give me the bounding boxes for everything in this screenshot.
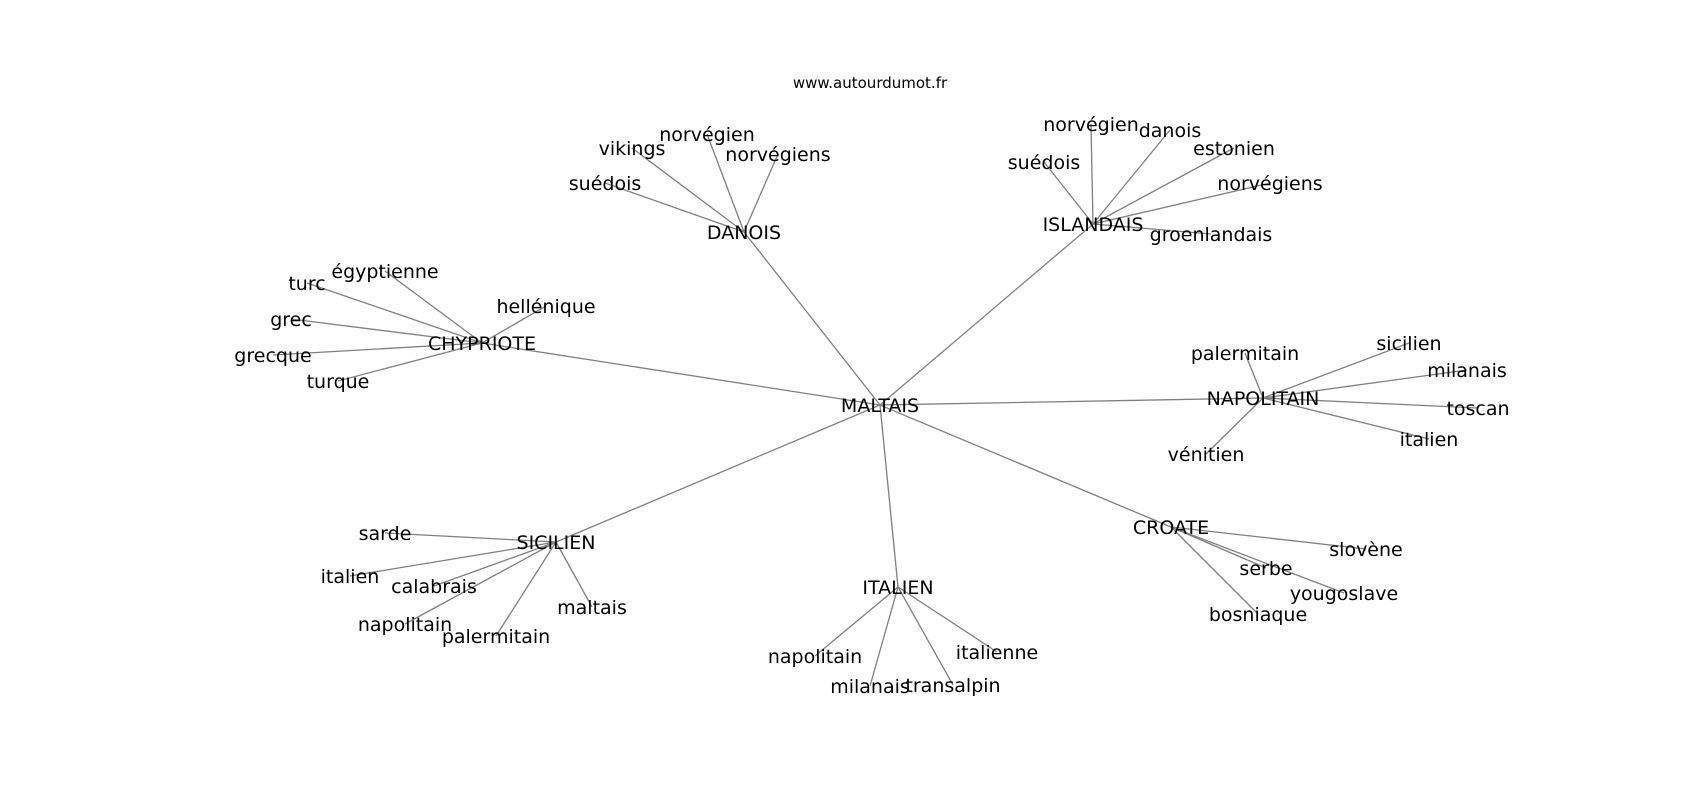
label-layer: MALTAISDANOISvikingsnorvégiennorvégienss… [234, 114, 1509, 698]
edge-napolitain-1 [1262, 342, 1410, 399]
edge-danois-1 [706, 133, 745, 233]
leaf-node-label[interactable]: estonien [1193, 138, 1275, 160]
edge-center-sicilien [555, 404, 881, 543]
edge-chypriote-4 [272, 342, 483, 356]
edge-danois-2 [743, 153, 779, 233]
edge-napolitain-5 [1205, 397, 1264, 455]
edge-islandais-2 [1043, 161, 1094, 225]
leaf-node-label[interactable]: italienne [956, 642, 1038, 664]
leaf-node-label[interactable]: turc [288, 273, 325, 295]
leaf-node-label[interactable]: sicilien [1376, 333, 1441, 355]
leaf-node-label[interactable]: vénitien [1168, 444, 1245, 466]
edge-napolitain-3 [1262, 397, 1479, 409]
leaf-node-label[interactable]: bosniaque [1209, 604, 1307, 626]
leaf-node-label[interactable]: maltais [557, 597, 627, 619]
edge-sicilien-3 [555, 541, 593, 608]
leaf-node-label[interactable]: calabrais [391, 576, 477, 598]
edge-islandais-1 [1092, 129, 1171, 225]
edge-center-islandais [879, 223, 1094, 406]
leaf-node-label[interactable]: suédois [1008, 152, 1081, 174]
edge-islandais-5 [1092, 223, 1212, 235]
edge-italien-2 [869, 586, 899, 687]
center-node-label[interactable]: MALTAIS [841, 395, 919, 417]
edge-danois-3 [604, 182, 745, 233]
edge-center-chypriote [481, 342, 881, 406]
edge-layer [272, 123, 1479, 687]
leaf-node-label[interactable]: groenlandais [1150, 224, 1273, 246]
edge-italien-0 [897, 586, 998, 653]
leaf-node-label[interactable]: palermitain [1191, 343, 1299, 365]
edge-italien-1 [814, 586, 899, 657]
leaf-node-label[interactable]: napolitain [768, 646, 862, 668]
hub-node-sicilien[interactable]: SICILIEN [517, 532, 596, 554]
hub-node-italien[interactable]: ITALIEN [862, 577, 933, 599]
edge-islandais-3 [1092, 147, 1235, 225]
hub-node-danois[interactable]: DANOIS [707, 222, 781, 244]
edge-center-napolitain [879, 397, 1264, 406]
leaf-node-label[interactable]: suédois [569, 173, 642, 195]
edge-croate-2 [1170, 526, 1345, 594]
leaf-node-label[interactable]: milanais [830, 676, 910, 698]
edge-sicilien-5 [495, 541, 557, 637]
leaf-node-label[interactable]: serbe [1239, 558, 1292, 580]
hub-node-croate[interactable]: CROATE [1133, 517, 1209, 539]
hub-node-islandais[interactable]: ISLANDAIS [1043, 214, 1144, 236]
edge-napolitain-2 [1262, 369, 1468, 399]
edge-napolitain-0 [1244, 352, 1264, 399]
edge-center-italien [879, 404, 899, 588]
leaf-node-label[interactable]: turque [307, 371, 370, 393]
leaf-node-label[interactable]: danois [1139, 120, 1202, 142]
leaf-node-label[interactable]: napolitain [358, 614, 452, 636]
edge-croate-1 [1170, 526, 1267, 569]
leaf-node-label[interactable]: grecque [234, 345, 311, 367]
leaf-node-label[interactable]: norvégien [659, 124, 754, 146]
site-title: www.autourdumot.fr [793, 74, 948, 92]
hub-node-napolitain[interactable]: NAPOLITAIN [1207, 388, 1320, 410]
leaf-node-label[interactable]: sarde [359, 523, 412, 545]
edge-chypriote-5 [337, 342, 483, 382]
leaf-node-label[interactable]: norvégien [1043, 114, 1138, 136]
leaf-node-label[interactable]: norvégiens [725, 144, 830, 166]
leaf-node-label[interactable]: milanais [1427, 360, 1507, 382]
leaf-node-label[interactable]: grec [270, 309, 312, 331]
edge-croate-0 [1170, 526, 1367, 550]
edge-napolitain-4 [1262, 397, 1430, 440]
leaf-node-label[interactable]: palermitain [442, 626, 550, 648]
hub-node-chypriote[interactable]: CHYPRIOTE [428, 333, 536, 355]
edge-chypriote-1 [306, 282, 483, 344]
edge-sicilien-4 [404, 541, 557, 625]
leaf-node-label[interactable]: norvégiens [1217, 173, 1322, 195]
leaf-node-label[interactable]: transalpin [905, 675, 1000, 697]
edge-islandais-4 [1092, 182, 1271, 225]
leaf-node-label[interactable]: italien [321, 566, 380, 588]
leaf-node-label[interactable]: italien [1400, 429, 1459, 451]
edge-italien-3 [897, 586, 954, 686]
edge-chypriote-0 [384, 270, 483, 344]
edge-chypriote-3 [290, 318, 483, 344]
leaf-node-label[interactable]: égyptienne [331, 261, 438, 283]
edge-danois-0 [631, 147, 745, 233]
edge-islandais-0 [1090, 123, 1094, 225]
leaf-node-label[interactable]: yougoslave [1290, 583, 1398, 605]
leaf-node-label[interactable]: hellénique [496, 296, 595, 318]
edge-sicilien-1 [349, 541, 557, 577]
edge-sicilien-0 [384, 532, 557, 543]
leaf-node-label[interactable]: vikings [599, 138, 666, 160]
edge-center-croate [879, 404, 1172, 528]
edge-center-danois [743, 231, 881, 406]
edge-chypriote-2 [481, 305, 547, 344]
edge-sicilien-2 [433, 541, 557, 587]
leaf-node-label[interactable]: toscan [1446, 398, 1509, 420]
edge-croate-3 [1170, 526, 1259, 615]
leaf-node-label[interactable]: slovène [1329, 539, 1402, 561]
